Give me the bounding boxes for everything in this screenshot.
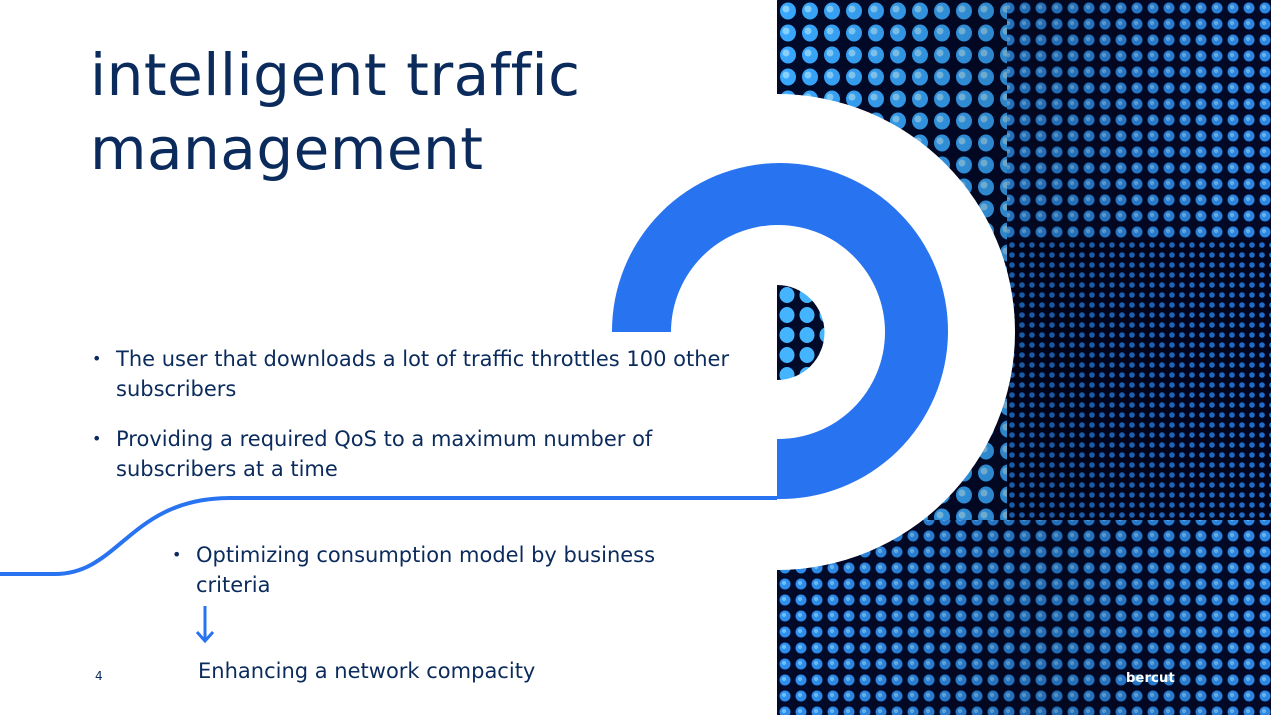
connector-line <box>0 496 777 576</box>
title-line-1: intelligent traffic <box>90 41 581 109</box>
sub-bullet: • Optimizing consumption model by busines… <box>170 540 716 600</box>
bullet-list: The user that downloads a lot of traffic… <box>90 344 740 504</box>
result-text: Enhancing a network compacity <box>198 659 536 683</box>
down-arrow-icon <box>195 606 215 644</box>
sub-bullet-text: Optimizing consumption model by business… <box>196 543 656 597</box>
slide-title: intelligent traffic management <box>90 38 750 186</box>
title-line-2: management <box>90 115 484 183</box>
bullet-item: Providing a required QoS to a maximum nu… <box>90 424 740 484</box>
blue-ring-shape <box>611 163 948 500</box>
inner-led-window <box>777 285 825 380</box>
bullet-item: The user that downloads a lot of traffic… <box>90 344 740 404</box>
brand-logo: bercut <box>1126 671 1175 686</box>
bullet-dot: • <box>172 545 182 564</box>
page-number: 4 <box>95 669 103 683</box>
